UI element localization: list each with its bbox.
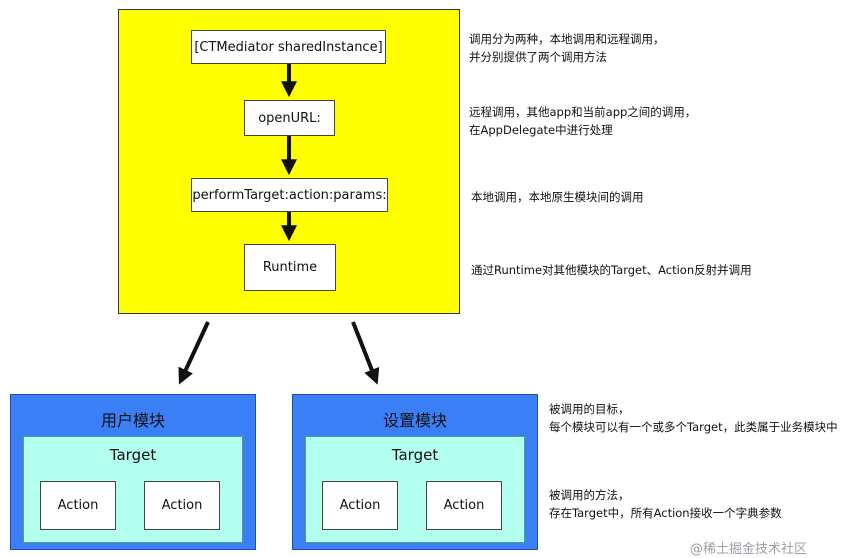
target-title: Target <box>391 446 439 464</box>
note-runtime: 通过Runtime对其他模块的Target、Action反射并调用 <box>471 263 752 277</box>
arrow-mediator-to-user-module <box>178 321 210 385</box>
target-title: Target <box>109 446 157 464</box>
target-box: Target Action Action <box>23 436 243 543</box>
note-target: 被调用的目标， 每个模块可以有一个或多个Target，此类属于业务模块中 <box>549 402 838 434</box>
perform-target-node: performTarget:action:params: <box>191 178 388 212</box>
note-remote-call: 远程调用，其他app和当前app之间的调用， 在AppDelegate中进行处理 <box>469 105 697 137</box>
note-call-types: 调用分为两种，本地调用和远程调用， 并分别提供了两个调用方法 <box>469 32 665 64</box>
module-title: 设置模块 <box>382 411 447 430</box>
note-action: 被调用的方法， 存在Target中，所有Action接收一个字典参数 <box>549 488 782 520</box>
action-box: Action <box>322 481 398 530</box>
action-box: Action <box>40 481 116 530</box>
watermark: @稀土掘金技术社区 <box>690 542 808 557</box>
action-box: Action <box>426 481 502 530</box>
open-url-node: openURL: <box>244 100 335 136</box>
arrow-mediator-to-settings-module <box>351 321 380 385</box>
shared-instance-node: [CTMediator sharedInstance] <box>191 30 386 64</box>
action-box: Action <box>144 481 220 530</box>
user-module: 用户模块 Target Action Action <box>10 394 256 550</box>
settings-module: 设置模块 Target Action Action <box>292 394 538 550</box>
runtime-node: Runtime <box>244 244 336 291</box>
module-title: 用户模块 <box>100 411 165 430</box>
note-local-call: 本地调用，本地原生模块间的调用 <box>471 190 644 204</box>
target-box: Target Action Action <box>305 436 525 543</box>
